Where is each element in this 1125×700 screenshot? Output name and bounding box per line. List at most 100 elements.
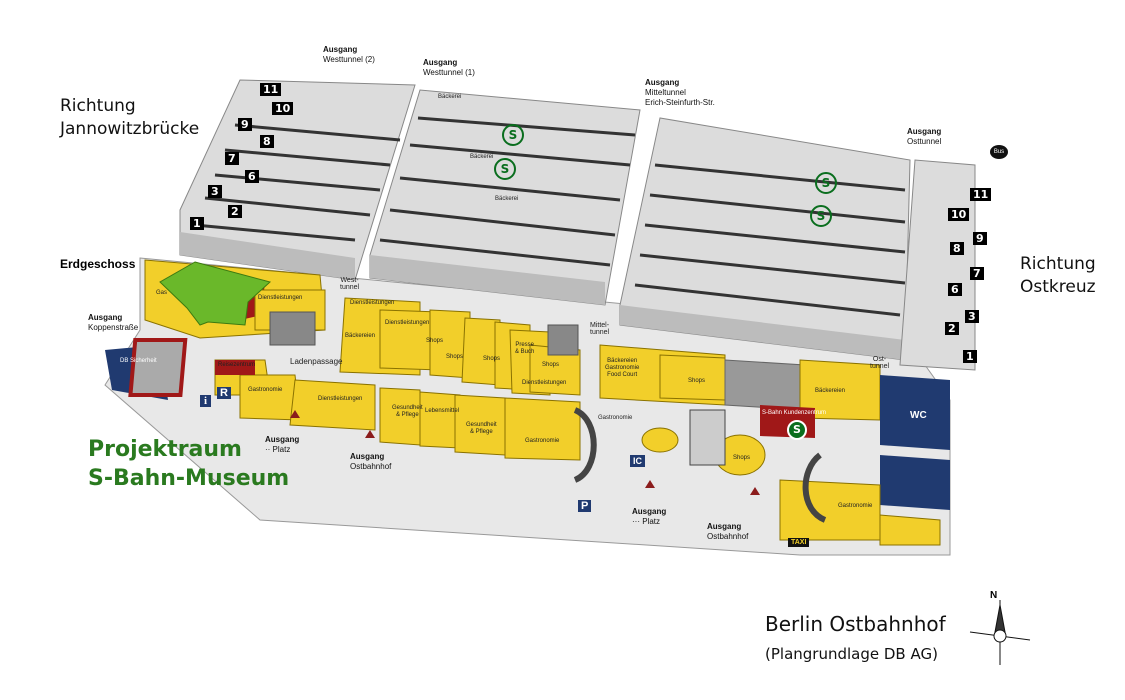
shop-gastronomie-2: Gastronomie [248, 387, 283, 393]
platform-badge-right-1: 1 [963, 345, 977, 364]
map-subtitle: (Plangrundlage DB AG) [765, 645, 938, 663]
right-direction-line2: Ostkreuz [1020, 277, 1096, 297]
exit-sub: Ostbahnhof [707, 532, 749, 541]
shop-gesundheit-2: Gesundheit& Pflege [466, 422, 497, 436]
compass [969, 600, 1031, 665]
right-direction-line1: Richtung [1020, 254, 1096, 274]
platform-badge-left-10: 10 [272, 97, 294, 116]
shop-db-security: DB Sicherheit [120, 358, 157, 364]
passage-line1: Mittel- [590, 322, 610, 329]
platform-badge-right-11: 11 [970, 183, 992, 202]
shop-dienstleistungen-4: Dienstleistungen [522, 380, 567, 386]
s-bahn-icon: S [810, 205, 832, 227]
ladenpassage-label: Ladenpassage [290, 357, 343, 366]
exit-title: Ausgang [645, 78, 680, 87]
tracks [194, 116, 906, 317]
platform-badge-left-8: 8 [260, 130, 274, 149]
project-room-line1: Projektraum [88, 437, 242, 462]
platforms-middle-block [369, 89, 641, 306]
platform-badge-left-9: 9 [238, 113, 252, 132]
shop-gastronomie-1: Gastronomie [525, 438, 560, 444]
exit-sub: ··· Platz [632, 517, 660, 526]
passage-line1: Ost- [872, 356, 887, 363]
passage-line2: tunnel [590, 329, 610, 336]
shop-shops-1: Shops [426, 338, 444, 344]
platform-badge-left-3: 3 [208, 180, 222, 199]
shop-shops-3: Shops [483, 356, 501, 362]
exit-title: Ausgang [707, 522, 742, 531]
platform-badge-left-1: 1 [190, 212, 204, 231]
exit-sub: Ostbahnhof [350, 462, 392, 471]
passage-line1: West- [340, 277, 359, 284]
exit-title: Ausgang [88, 313, 123, 322]
ic-ticket-icon: IC [630, 455, 645, 467]
exit-sub: Mitteltunnel [645, 88, 686, 97]
s-bahn-icon: S [787, 420, 807, 440]
platform-badge-right-3: 3 [965, 305, 979, 324]
passage-line2: tunnel [340, 284, 360, 291]
info-icon: i [200, 395, 212, 407]
project-room-line2: S-Bahn-Museum [88, 466, 290, 491]
east-gastronomy [779, 479, 881, 541]
compass-north: N [990, 590, 998, 601]
exit-platz-west: Ausgang·· Platz [265, 435, 299, 455]
east-wc-block [880, 375, 950, 450]
platform-badge-right-6: 6 [948, 278, 962, 297]
shop-gastronomie-4: Gastronomie [838, 503, 873, 509]
platform-badge-left-6: 6 [245, 165, 259, 184]
left-direction-line1: Richtung [60, 96, 136, 116]
shop-lebensmittel: Lebensmittel [425, 408, 460, 414]
shop-reisezentrum: Reisezentrum [218, 362, 256, 368]
west-tunnel-label: West-tunnel [340, 277, 359, 291]
exit-sub: Osttunnel [907, 137, 942, 146]
s-bahn-icon: S [815, 172, 837, 194]
shop-baeckerei-3: Bäckerei [495, 196, 519, 202]
exit-sub: Westtunnel (2) [323, 55, 375, 64]
exit-sub: Westtunnel (1) [423, 68, 475, 77]
shop-shops-6: Shops [733, 455, 751, 461]
platform-badge-right-10: 10 [948, 203, 970, 222]
mid-shops-row2 [289, 379, 581, 461]
shop-baeckerei-2: Bäckerei [470, 154, 494, 160]
exit-title: Ausgang [350, 452, 385, 461]
left-direction-label: Richtung Jannowitzbrücke [60, 95, 199, 141]
shop-shops-4: Shops [542, 362, 560, 368]
parking-icon: P [578, 500, 592, 512]
exit-sub2: Erich-Steinfurth-Str. [645, 98, 715, 107]
shop-gas: Gas [156, 290, 168, 296]
exit-title: Ausgang [907, 127, 942, 136]
shop-gastronomie-3: Gastronomie [598, 415, 633, 421]
exit-platz-east: Ausgang··· Platz [632, 507, 666, 527]
shop-gesundheit-1: Gesundheit& Pflege [392, 405, 423, 419]
east-tunnel-label: Ost-tunnel [870, 356, 889, 370]
reservation-icon: R [217, 387, 231, 399]
platforms-east-block [619, 117, 911, 361]
s-bahn-icon: S [502, 124, 524, 146]
platforms-fareast-block [899, 159, 976, 371]
shop-presse: Presse& Buch [515, 342, 534, 356]
exit-title: Ausgang [323, 45, 358, 54]
shop-s-bahn-center: S-Bahn Kundenzentrum [762, 410, 827, 416]
shop-dienstleistungen-1: Dienstleistungen [258, 295, 303, 301]
direction-markers [290, 410, 760, 495]
presse-line2: & Buch [515, 349, 535, 355]
food-court-line3: Food Court [607, 372, 638, 378]
right-direction-label: Richtung Ostkreuz [1020, 253, 1096, 299]
shop-shops-2: Shops [446, 354, 464, 360]
map-title: Berlin Ostbahnhof [765, 612, 946, 636]
exit-sub: Koppenstraße [88, 323, 139, 332]
platform-badge-left-11: 11 [260, 78, 282, 97]
exit-title: Ausgang [265, 435, 300, 444]
shop-dienstleistungen-3: Dienstleistungen [385, 320, 430, 326]
ground-floor-label: Erdgeschoss [60, 257, 136, 271]
taxi-icon: TAXI [788, 538, 810, 547]
shop-baeckereien-2: Bäckereien [815, 388, 846, 394]
food-court-line1: Bäckereien [607, 358, 638, 364]
